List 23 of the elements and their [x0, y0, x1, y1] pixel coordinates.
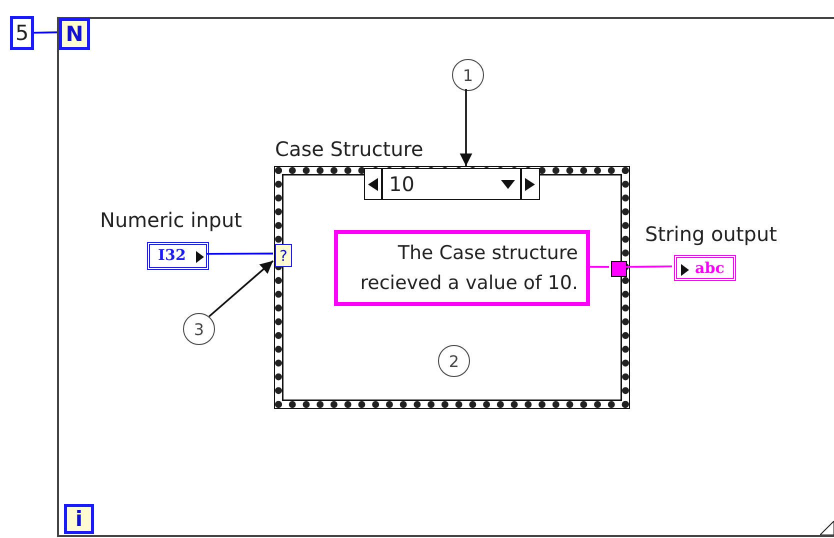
wire: [207, 252, 273, 255]
data-type-label: abc: [695, 259, 724, 277]
terminal-label: Numeric input: [100, 208, 242, 232]
selector-terminal: ?: [275, 244, 292, 267]
callout-number: 3: [183, 313, 215, 345]
terminal-label: String output: [645, 222, 778, 246]
loop-frame: [57, 17, 834, 537]
leader-arrow: [460, 89, 472, 166]
loop-terminal: i: [64, 504, 94, 534]
case-selector: [364, 168, 540, 200]
wire: [588, 266, 609, 268]
output-tunnel: [611, 261, 627, 277]
loop-terminal: N: [59, 18, 90, 50]
wire: [625, 265, 672, 268]
leader-arrow: [208, 260, 274, 318]
structure-label: Case Structure: [275, 137, 424, 161]
data-type-label: I32: [158, 246, 186, 264]
callout-number: 1: [452, 59, 484, 91]
wire: [34, 31, 58, 34]
callout-number: 2: [438, 345, 470, 377]
string-constant: The Case structure recieved a value of 10.: [334, 230, 590, 306]
numeric-constant: 5: [10, 16, 34, 50]
selector-value: 10: [389, 172, 414, 196]
